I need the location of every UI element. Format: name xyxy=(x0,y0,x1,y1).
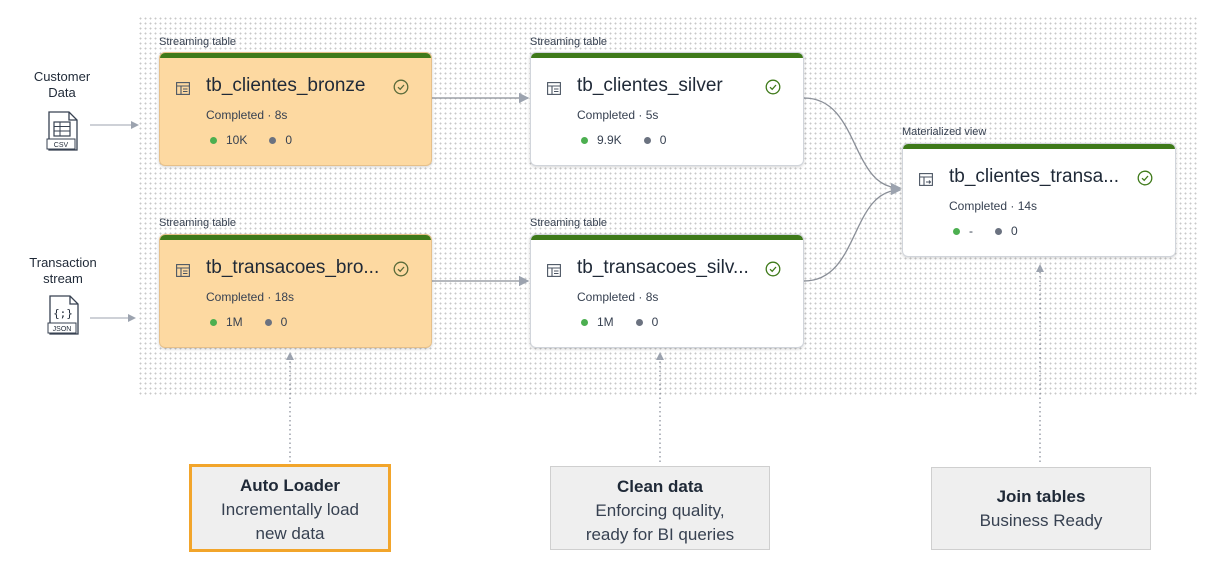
node-title: tb_transacoes_bro... xyxy=(206,257,380,278)
rows-dropped: 0 xyxy=(285,133,293,147)
file-type-label: CSV xyxy=(54,142,69,149)
check-circle-icon xyxy=(393,79,409,95)
node-type-label: Streaming table xyxy=(159,217,237,229)
check-circle-icon xyxy=(765,261,781,277)
node-header-bar xyxy=(160,53,431,58)
table-icon xyxy=(176,82,190,95)
dropped-dot xyxy=(269,136,277,144)
node-tb-transacoes-bronze[interactable]: tb_transacoes_bro... Completed · 18s 1M … xyxy=(159,234,432,348)
callout-line: Business Ready xyxy=(979,511,1103,530)
dropped-dot xyxy=(643,136,651,144)
table-icon xyxy=(547,82,561,95)
dropped-dot xyxy=(635,318,643,326)
node-tb-clientes-silver[interactable]: tb_clientes_silver Completed · 5s 9.9K 0 xyxy=(530,52,804,166)
node-metrics: 1M 0 xyxy=(581,315,658,329)
node-status: Completed · 8s xyxy=(577,290,659,304)
rows-dropped: 0 xyxy=(651,315,659,329)
rows-ok: 1M xyxy=(226,315,243,329)
rows-ok: 1M xyxy=(597,315,614,329)
node-title: tb_transacoes_silv... xyxy=(577,257,749,278)
callout-line: new data xyxy=(255,524,325,543)
rows-ok: 10K xyxy=(226,133,248,147)
rows-ok: 9.9K xyxy=(597,133,622,147)
node-metrics: 1M 0 xyxy=(210,315,287,329)
ok-dot xyxy=(210,136,217,144)
table-icon xyxy=(547,264,561,277)
callout-title: Auto Loader xyxy=(239,476,341,495)
check-circle-icon xyxy=(765,79,781,95)
node-type-label: Streaming table xyxy=(530,36,608,48)
node-metrics: 10K 0 xyxy=(210,133,292,147)
source-customer-data: Customer Data CSV xyxy=(20,69,104,151)
check-circle-icon xyxy=(393,261,409,277)
callout-title: Clean data xyxy=(617,477,703,496)
json-glyph: {;} xyxy=(53,307,73,320)
ok-dot xyxy=(210,318,217,326)
dropped-dot xyxy=(995,227,1002,235)
node-header-bar xyxy=(160,235,431,240)
csv-file-icon: CSV xyxy=(46,111,78,151)
callout-title: Join tables xyxy=(996,487,1086,506)
node-status: Completed · 18s xyxy=(206,290,295,304)
node-header-bar xyxy=(903,144,1175,149)
callout-line: Incrementally load xyxy=(221,500,359,519)
node-tb-transacoes-silver[interactable]: tb_transacoes_silv... Completed · 8s 1M … xyxy=(530,234,804,348)
ok-dot xyxy=(581,136,588,144)
callout-join-tables: Join tables Business Ready xyxy=(931,467,1151,550)
callout-line: Enforcing quality, xyxy=(595,501,725,520)
node-tb-clientes-bronze[interactable]: tb_clientes_bronze Completed · 8s 10K 0 xyxy=(159,52,432,166)
node-status: Completed · 14s xyxy=(949,199,1038,213)
node-status: Completed · 8s xyxy=(206,108,288,122)
node-metrics: 9.9K 0 xyxy=(581,133,666,147)
node-header-bar xyxy=(531,235,803,240)
source-label: Customer Data xyxy=(33,69,91,100)
check-circle-icon xyxy=(1137,170,1153,186)
ok-dot xyxy=(953,227,960,235)
rows-dropped: 0 xyxy=(280,315,288,329)
callout-line: ready for BI queries xyxy=(585,525,735,544)
rows-dropped: 0 xyxy=(659,133,667,147)
node-title: tb_clientes_transa... xyxy=(949,166,1120,187)
node-type-label: Streaming table xyxy=(530,217,608,229)
callout-auto-loader: Auto Loader Incrementally load new data xyxy=(189,464,391,552)
ok-dot xyxy=(581,318,588,326)
rows-dropped: 0 xyxy=(1011,224,1018,238)
source-transaction-stream: Transaction stream {;} JSON xyxy=(16,255,110,335)
rows-ok: - xyxy=(969,224,973,238)
json-file-icon: {;} JSON xyxy=(47,295,79,335)
callout-clean-data: Clean data Enforcing quality, ready for … xyxy=(550,466,770,550)
node-type-label: Materialized view xyxy=(902,126,987,138)
file-type-label: JSON xyxy=(53,326,72,333)
node-type-label: Streaming table xyxy=(159,36,237,48)
table-icon xyxy=(176,264,190,277)
node-title: tb_clientes_silver xyxy=(577,75,723,96)
node-metrics: - 0 xyxy=(953,224,1018,238)
node-status: Completed · 5s xyxy=(577,108,659,122)
dropped-dot xyxy=(264,318,272,326)
node-tb-clientes-transa[interactable]: tb_clientes_transa... Completed · 14s - … xyxy=(902,143,1176,257)
node-header-bar xyxy=(531,53,803,58)
source-label: Transaction stream xyxy=(29,255,97,286)
materialized-view-icon xyxy=(919,173,933,186)
node-title: tb_clientes_bronze xyxy=(206,75,366,96)
